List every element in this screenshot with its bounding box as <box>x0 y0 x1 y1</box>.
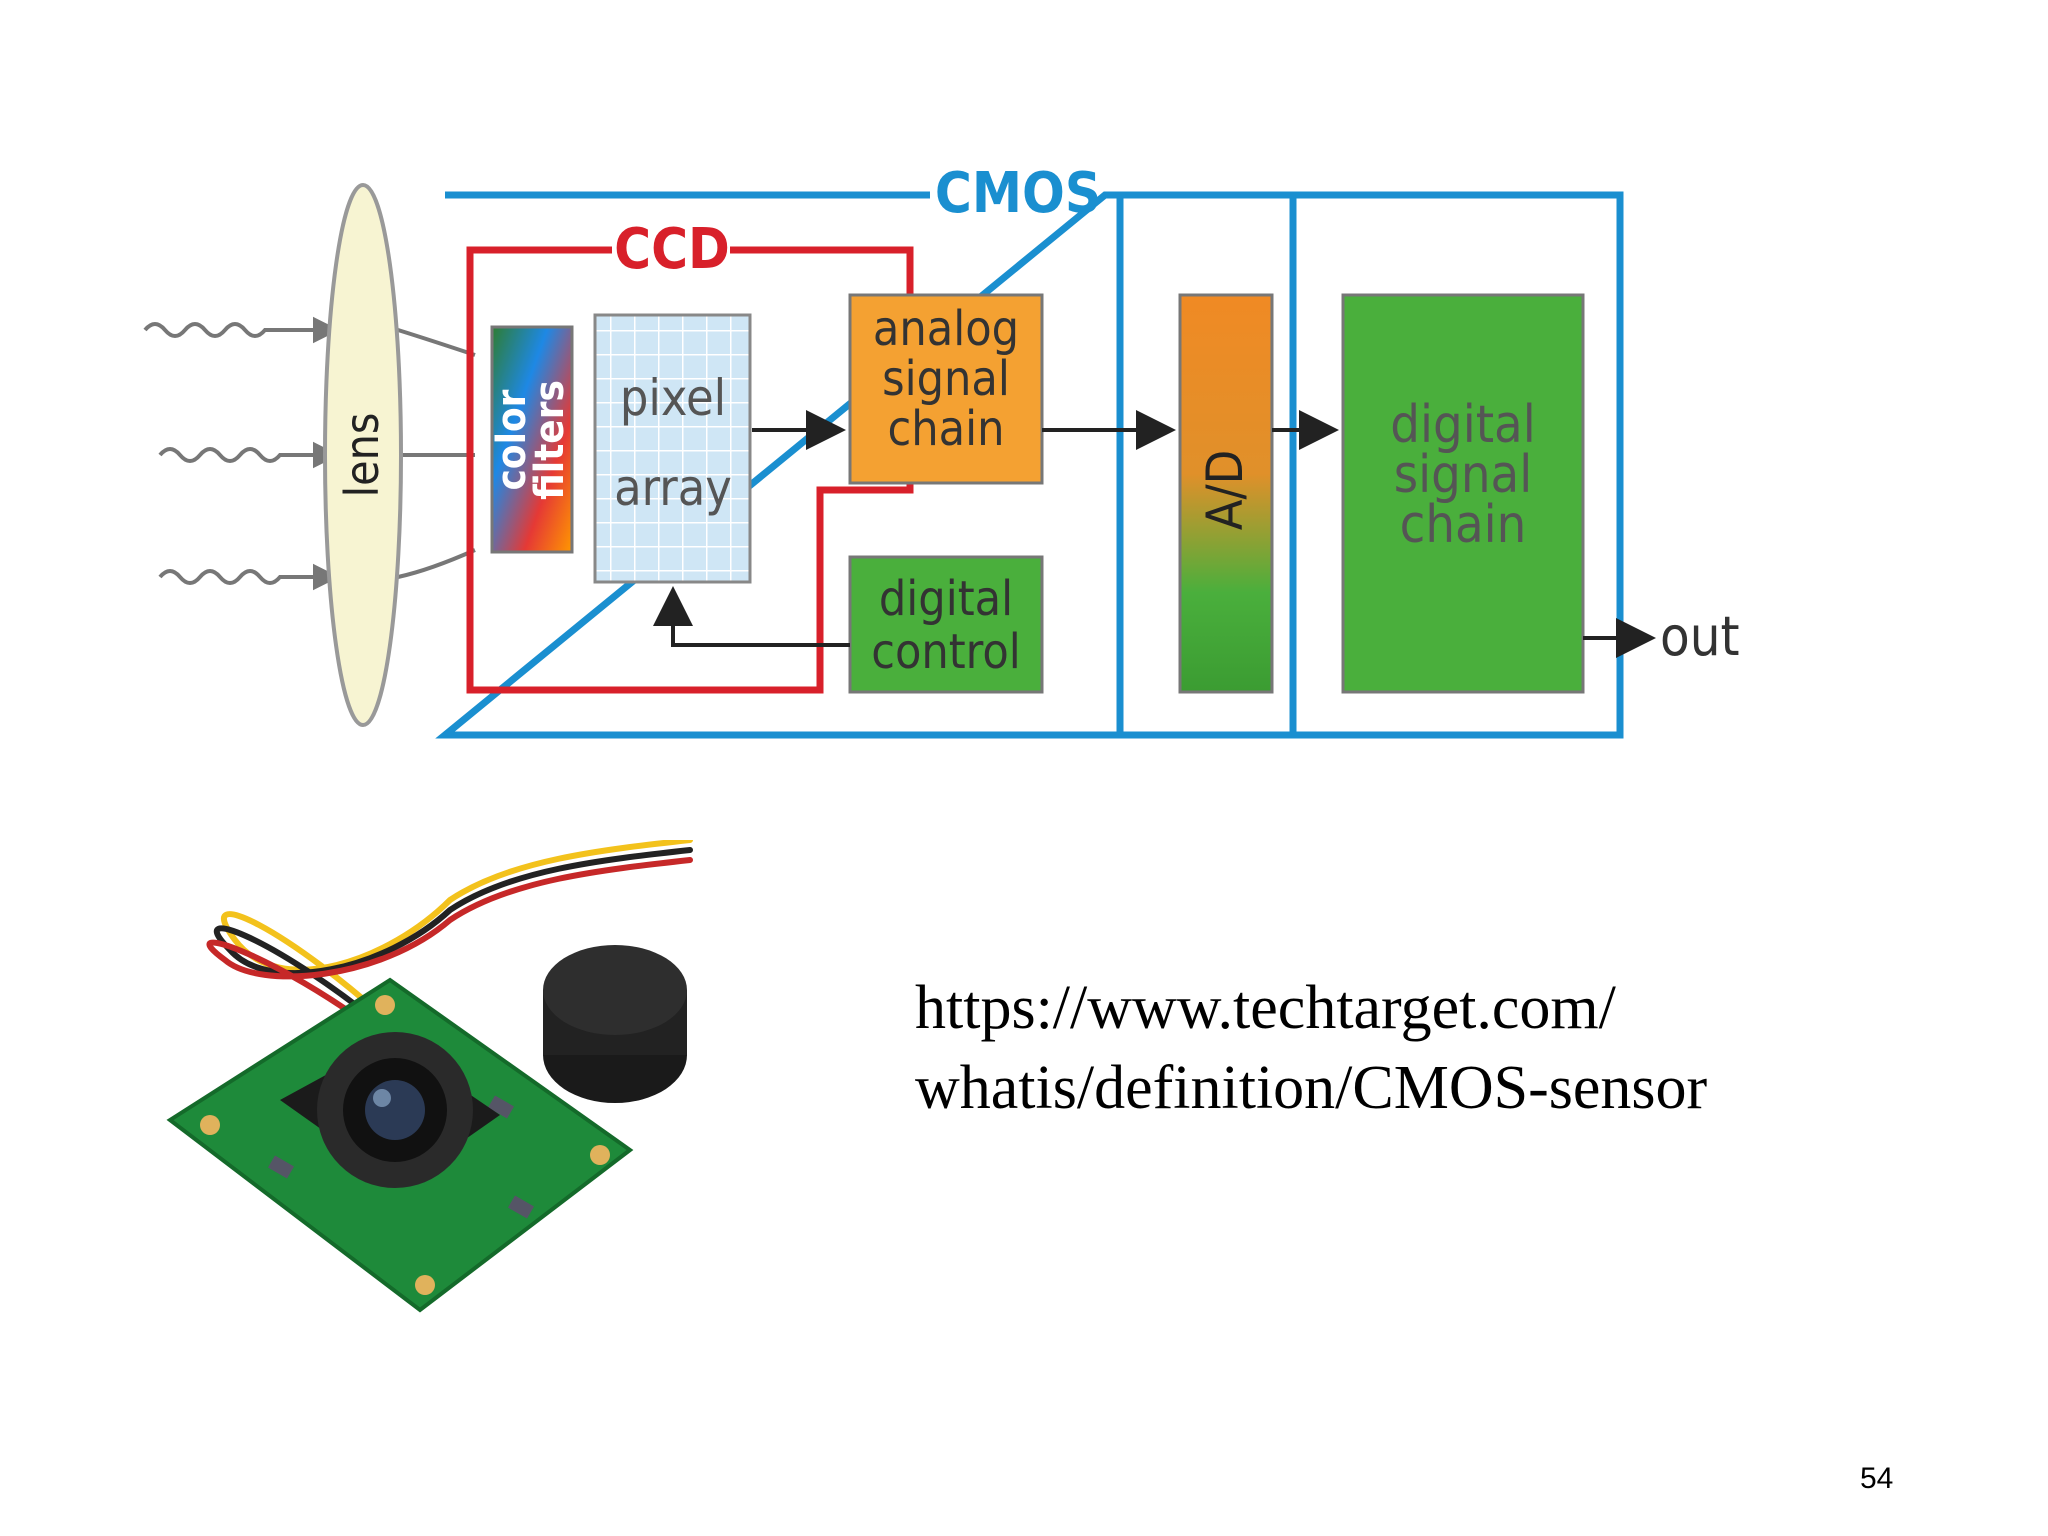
color-filters-label-line2: filters <box>527 380 573 500</box>
pixel-array-label-line1: pixel <box>620 369 726 427</box>
analog-signal-chain-block: analog signal chain <box>848 293 1044 485</box>
ccd-label: CCD <box>614 217 730 282</box>
lens-shape <box>323 183 403 727</box>
camera-module-image <box>166 840 693 1313</box>
digital-control-block: digital control <box>848 555 1044 694</box>
color-filters-block: color filters <box>489 325 574 554</box>
signal-arrows <box>653 410 1656 658</box>
ad-label: A/D <box>1196 450 1254 531</box>
camera-lens-holder <box>280 1032 500 1188</box>
digital-signal-chain-label-line1: digital <box>1390 395 1535 455</box>
cmos-ccd-block-diagram: lens CMOS CCD color filters pixel array … <box>143 161 1740 739</box>
source-url-line2: whatis/definition/CMOS-sensor <box>915 1054 1708 1122</box>
analog-signal-chain-label-line3: chain <box>888 401 1005 457</box>
pixel-array-label-line2: array <box>614 459 732 517</box>
cmos-label: CMOS <box>935 161 1101 226</box>
analog-signal-chain-label-line1: analog <box>873 301 1019 357</box>
source-url-line1: https://www.techtarget.com/ <box>915 974 1616 1042</box>
digital-signal-chain-block: digital signal chain <box>1341 293 1585 694</box>
lens-cap <box>543 945 687 1103</box>
lens: lens <box>323 183 403 727</box>
analog-signal-chain-label-line2: signal <box>882 351 1010 407</box>
lens-label: lens <box>335 413 389 498</box>
digital-signal-chain-label-line2: signal <box>1394 445 1532 505</box>
camera-wires <box>206 840 693 1041</box>
ccd-region <box>466 246 914 694</box>
digital-control-label-line1: digital <box>879 571 1013 627</box>
color-filters-label-line1: color <box>489 389 535 490</box>
out-label: out <box>1660 605 1740 668</box>
arrow-control-to-pixel <box>653 586 850 647</box>
digital-signal-chain-label-line3: chain <box>1400 495 1527 555</box>
pixel-array-block: pixel array <box>593 313 752 584</box>
source-url[interactable]: https://www.techtarget.com/ whatis/defin… <box>915 968 1707 1128</box>
light-rays <box>143 316 476 591</box>
ad-converter-block: A/D <box>1178 293 1274 694</box>
page-number: 54 <box>1860 1462 1894 1495</box>
digital-control-label-line2: control <box>871 624 1021 680</box>
